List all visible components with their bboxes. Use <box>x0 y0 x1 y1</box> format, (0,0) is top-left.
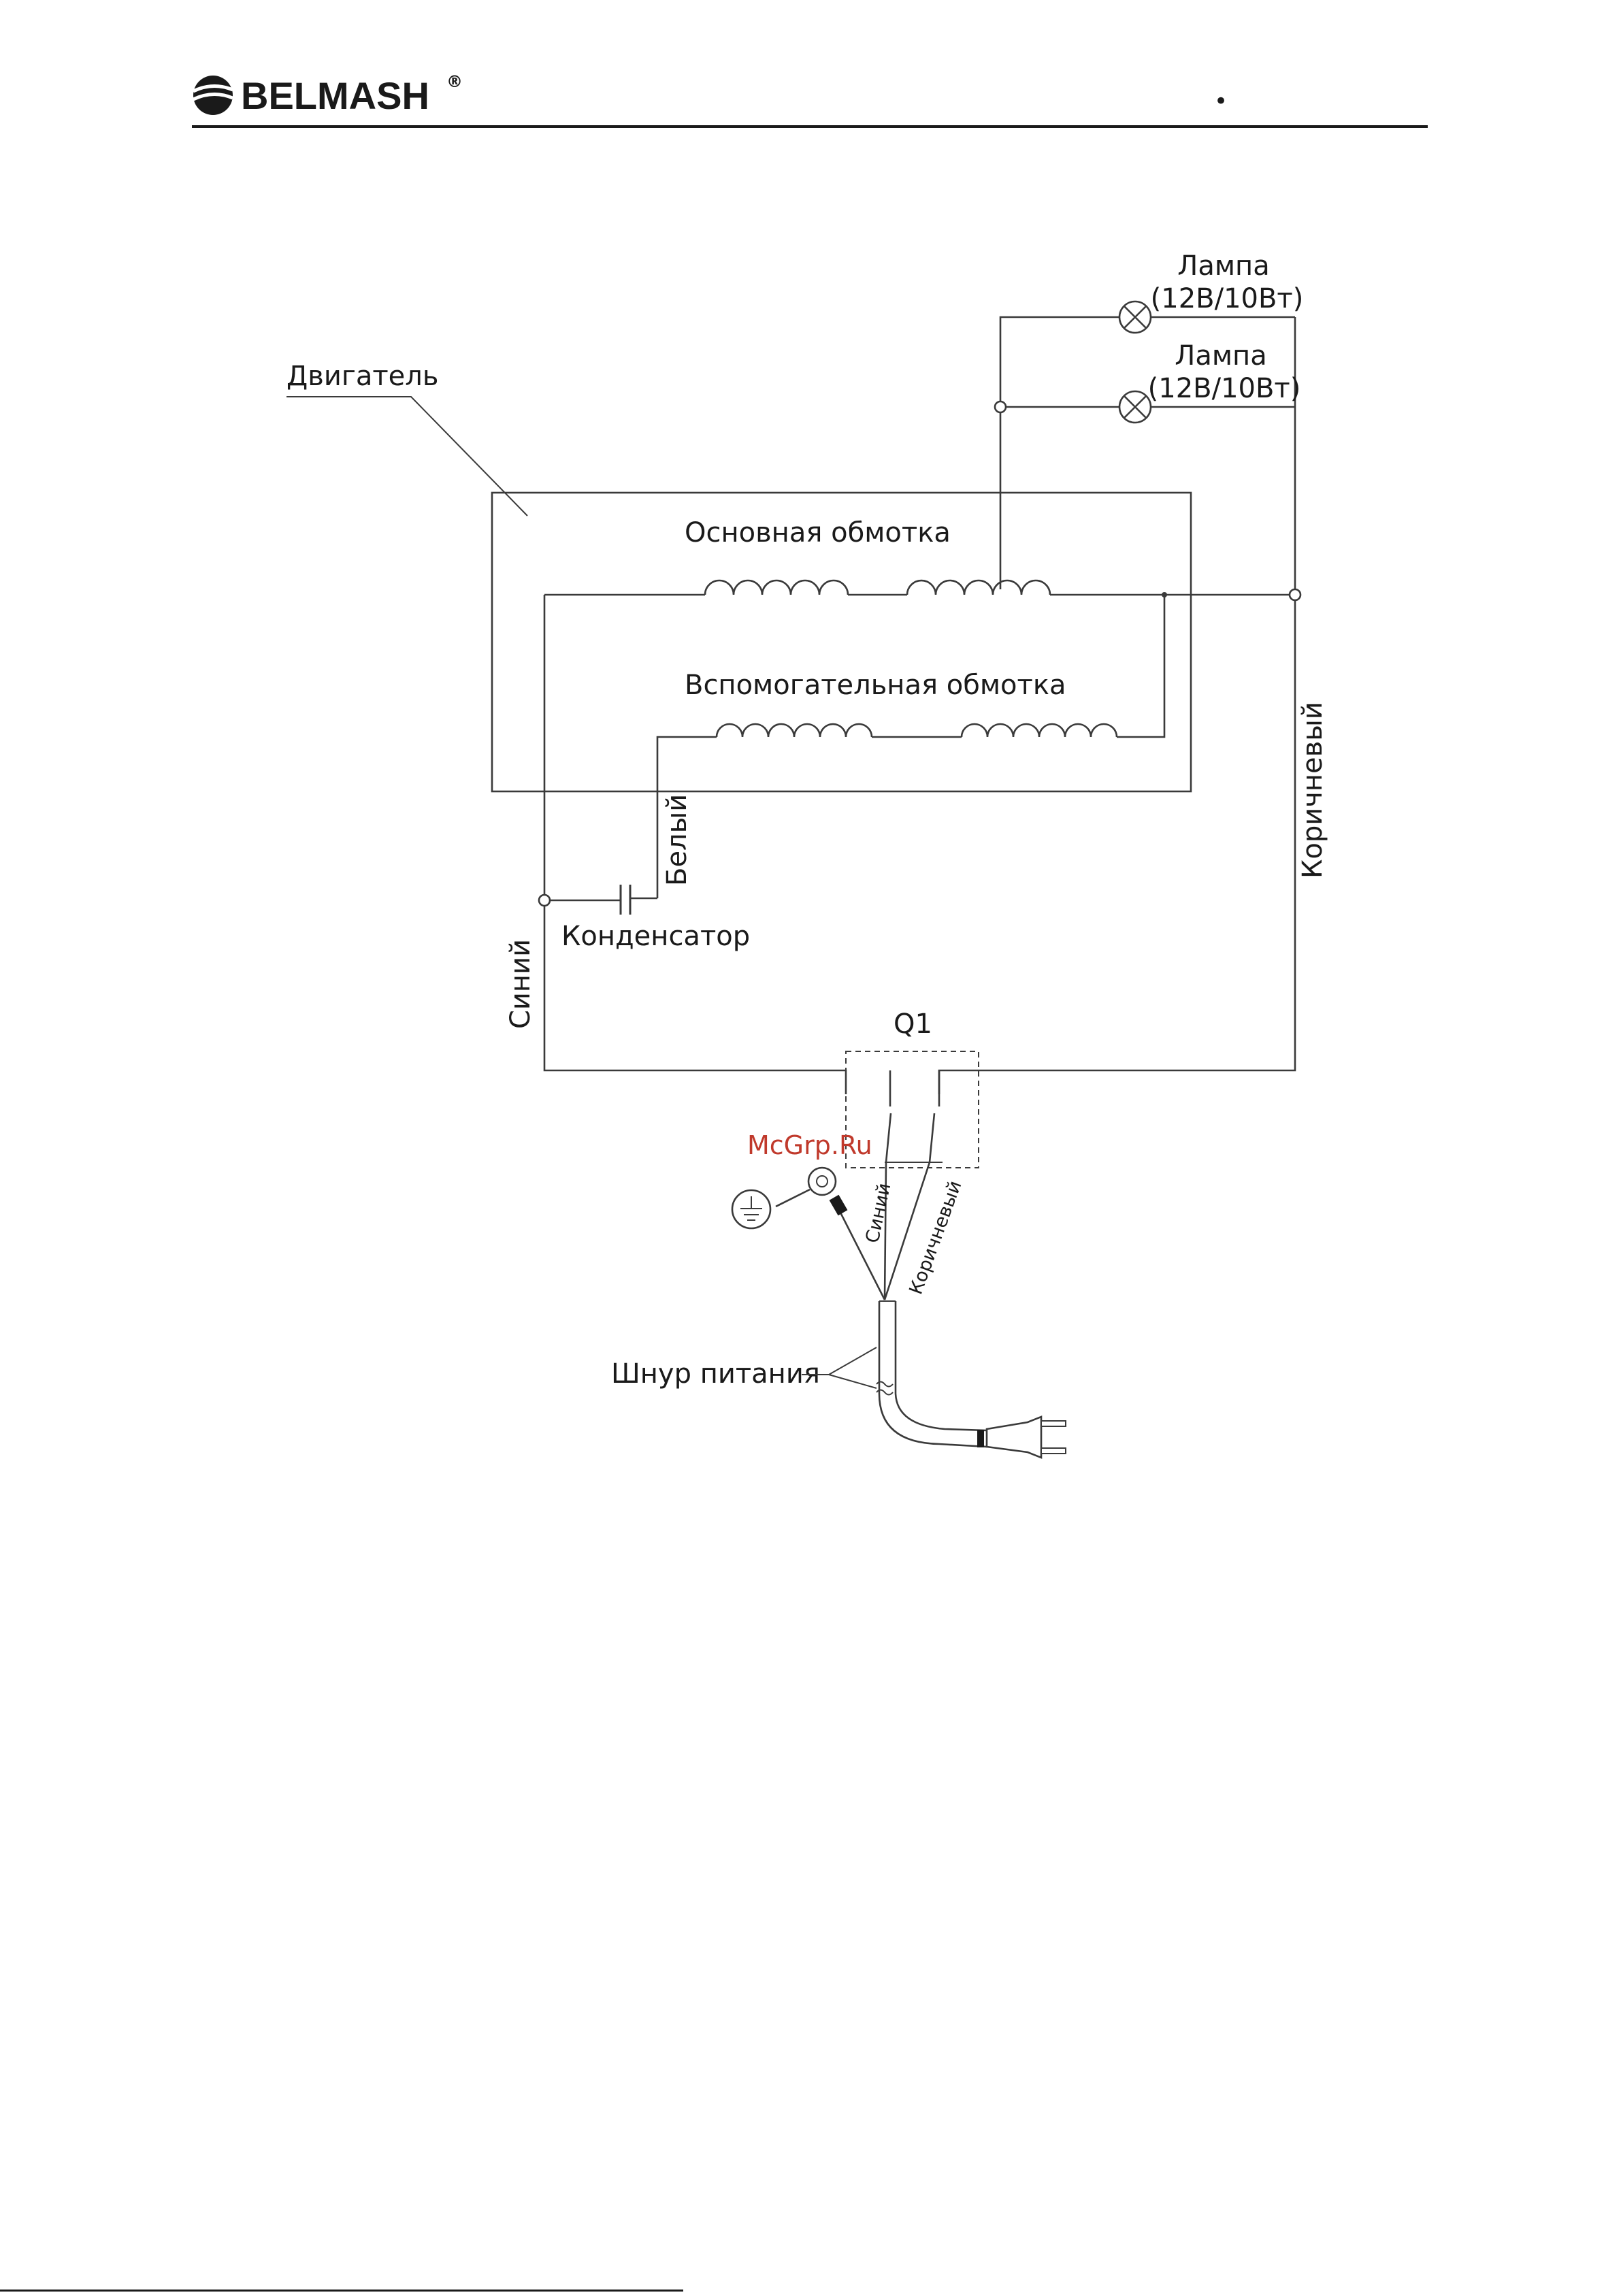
belmash-logo-icon <box>193 76 233 115</box>
main-winding <box>544 580 1295 595</box>
lamp-2-rating: (12В/10Вт) <box>1148 373 1301 404</box>
ground-symbol-icon <box>732 1190 770 1228</box>
lamp-2-name: Лампа <box>1175 340 1266 372</box>
aux-winding-label: Вспомогательная обмотка <box>685 670 1066 701</box>
header-bullet: • <box>1214 88 1228 115</box>
power-cord-label: Шнур питания <box>611 1358 820 1390</box>
plug-icon <box>977 1417 1066 1458</box>
white-wire-label: Белый <box>661 794 693 886</box>
aux-winding <box>657 592 1167 898</box>
switch-label: Q1 <box>894 1008 932 1040</box>
lamp-1-icon <box>1119 301 1151 333</box>
motor-label: Двигатель <box>286 361 438 392</box>
main-winding-label: Основная обмотка <box>685 517 951 548</box>
capacitor-icon <box>621 885 630 915</box>
brand-logo: BELMASH ® <box>193 72 463 117</box>
lamp-1-name: Лампа <box>1177 250 1269 282</box>
blue-wire-label: Синий <box>505 939 536 1029</box>
capacitor-label: Конденсатор <box>561 921 750 952</box>
cord-brown-label: Коричневый <box>905 1178 966 1297</box>
lamp-2-icon <box>1119 391 1151 423</box>
brand-name: BELMASH <box>241 74 429 117</box>
cord-blue-label: Синий <box>862 1181 896 1245</box>
power-cord <box>877 1301 987 1447</box>
brown-wire-label: Коричневый <box>1297 702 1328 879</box>
lamp-1-rating: (12В/10Вт) <box>1151 283 1304 314</box>
watermark: McGrp.Ru <box>747 1130 872 1160</box>
ground-terminal-icon <box>776 1168 847 1215</box>
registered-mark: ® <box>446 72 463 91</box>
